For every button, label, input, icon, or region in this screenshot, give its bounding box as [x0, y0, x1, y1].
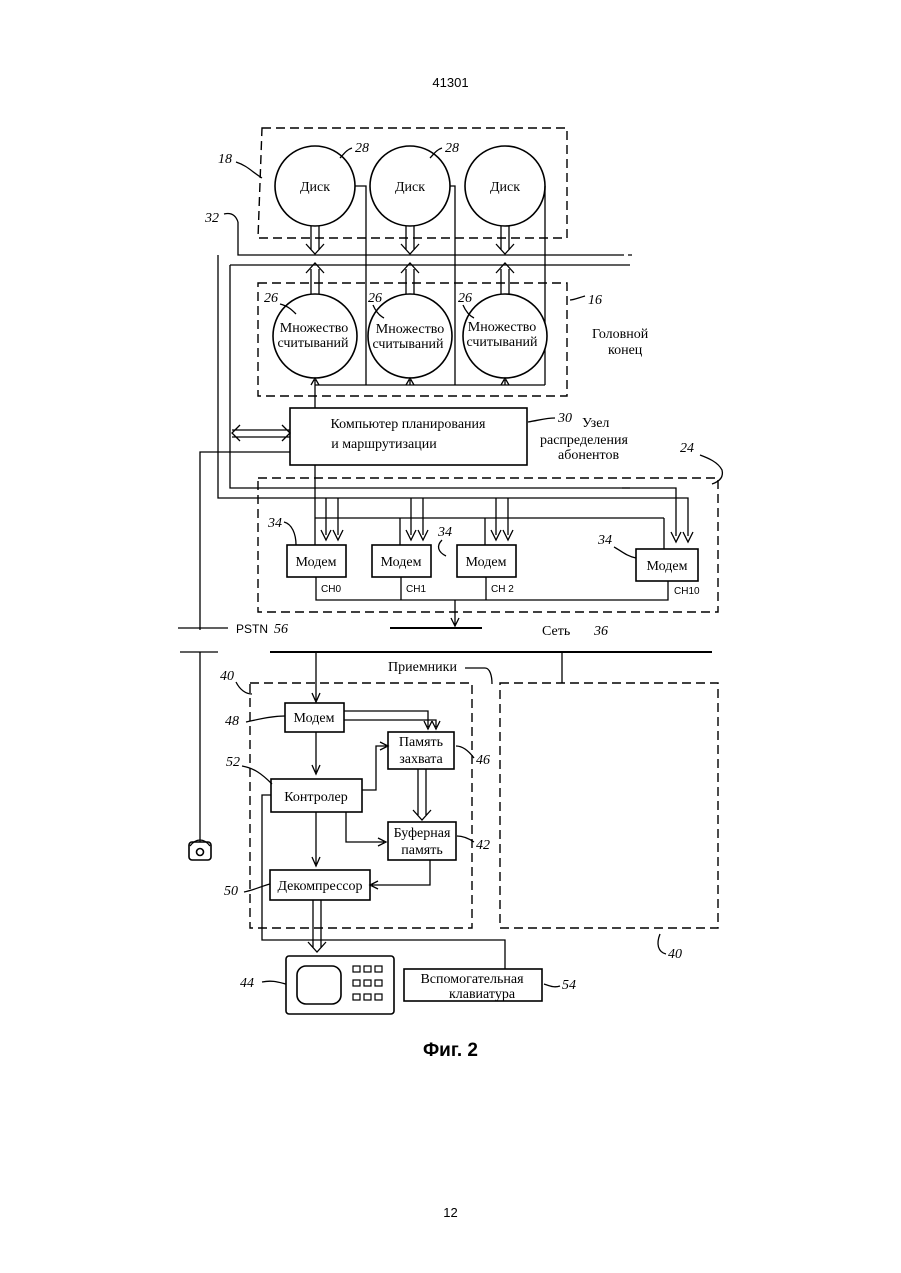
- reader-group: Множество считываний Множество считывани…: [258, 283, 602, 410]
- buffer-memory-line1: Буферная: [394, 826, 451, 841]
- reader-2-line1: Множество: [376, 322, 445, 337]
- receiver-modem-label: Модем: [294, 711, 335, 726]
- keyboard-ref: 54: [562, 978, 576, 993]
- disk-reader-arrows: [306, 226, 514, 298]
- modem-2-ref: 34: [437, 525, 452, 540]
- node-label-line1: Узел: [582, 416, 609, 431]
- disk-2-label: Диск: [395, 180, 425, 195]
- modem-0-channel: CH0: [321, 584, 341, 595]
- modem-3-ref: 34: [597, 533, 612, 548]
- network-ref: 36: [593, 624, 608, 639]
- keyboard: Вспомогательная клавиатура 54: [404, 969, 576, 1002]
- controller-label: Контролер: [284, 790, 347, 805]
- figure-caption: Фиг. 2: [0, 1040, 901, 1062]
- receivers-label: Приемники: [388, 660, 457, 675]
- receiver-left-ref: 40: [220, 669, 234, 684]
- network-label: Сеть: [542, 624, 570, 639]
- headend-label-line1: Головной: [592, 327, 649, 342]
- receiver-right: 40: [500, 683, 718, 962]
- controller-ref: 52: [226, 755, 240, 770]
- reader-1-line1: Множество: [280, 321, 349, 336]
- pstn-label: PSTN: [236, 622, 268, 636]
- reader-3-ref: 26: [458, 291, 472, 306]
- disk-3-ref: 28: [445, 141, 459, 156]
- modem-3-channel: CH10: [674, 586, 700, 597]
- tv-ref: 44: [240, 976, 254, 991]
- reader-2-line2: считываний: [372, 337, 444, 352]
- keyboard-line2: клавиатура: [449, 987, 516, 1002]
- buffer-memory-ref: 42: [476, 838, 490, 853]
- reader-2-ref: 26: [368, 291, 382, 306]
- capture-memory-line1: Память: [399, 735, 443, 750]
- modem-group: 24 Модем Модем Модем Модем 34 34 34 CH0 …: [258, 441, 722, 626]
- disk-2-ref: 28: [355, 141, 369, 156]
- modem-group-ref: 24: [680, 441, 694, 456]
- decompressor-ref: 50: [224, 884, 238, 899]
- receiver-right-border: [500, 683, 718, 928]
- reader-group-ref: 16: [588, 293, 602, 308]
- capture-memory-ref: 46: [476, 753, 490, 768]
- pstn-ref: 56: [274, 622, 288, 637]
- modem-0-ref: 34: [267, 516, 282, 531]
- decompressor-label: Декомпрессор: [277, 879, 362, 894]
- modem-1-label: Модем: [381, 555, 422, 570]
- modem-3-label: Модем: [647, 559, 688, 574]
- reader-1-line2: считываний: [277, 336, 349, 351]
- television-icon: 44: [240, 956, 394, 1014]
- computer-ref: 30: [557, 411, 572, 426]
- disk-3-label: Диск: [490, 180, 520, 195]
- modem-0-label: Модем: [296, 555, 337, 570]
- page-number: 12: [0, 1205, 901, 1220]
- reader-3-line2: считываний: [466, 335, 538, 350]
- telephone-icon: [189, 840, 211, 860]
- reader-1-ref: 26: [264, 291, 278, 306]
- node-label-line3: абонентов: [558, 448, 619, 463]
- headend-label-line2: конец: [608, 343, 643, 358]
- computer-line1: Компьютер планирования: [331, 417, 487, 432]
- receiver-right-ref: 40: [668, 947, 682, 962]
- computer-line2: и маршрутизации: [331, 437, 437, 452]
- reader-3-line1: Множество: [468, 320, 537, 335]
- capture-memory-line2: захвата: [399, 752, 443, 767]
- scheduling-computer: Компьютер планирования и маршрутизации 3…: [200, 408, 572, 630]
- receiver-left: 40 Модем 48 Память захвата 46 Контролер …: [220, 669, 505, 970]
- modem-2-channel: CH 2: [491, 584, 514, 595]
- node-label-line2: распределения: [540, 433, 628, 448]
- disk-group: Диск Диск Диск 18 28 28: [218, 128, 567, 238]
- keyboard-line1: Вспомогательная: [420, 972, 524, 987]
- buffer-memory-line2: память: [401, 843, 443, 858]
- bus-ref: 32: [204, 211, 219, 226]
- disk-group-ref: 18: [218, 152, 232, 167]
- modem-2-label: Модем: [466, 555, 507, 570]
- receiver-modem-ref: 48: [225, 714, 239, 729]
- disk-1-label: Диск: [300, 180, 330, 195]
- modem-1-channel: CH1: [406, 584, 426, 595]
